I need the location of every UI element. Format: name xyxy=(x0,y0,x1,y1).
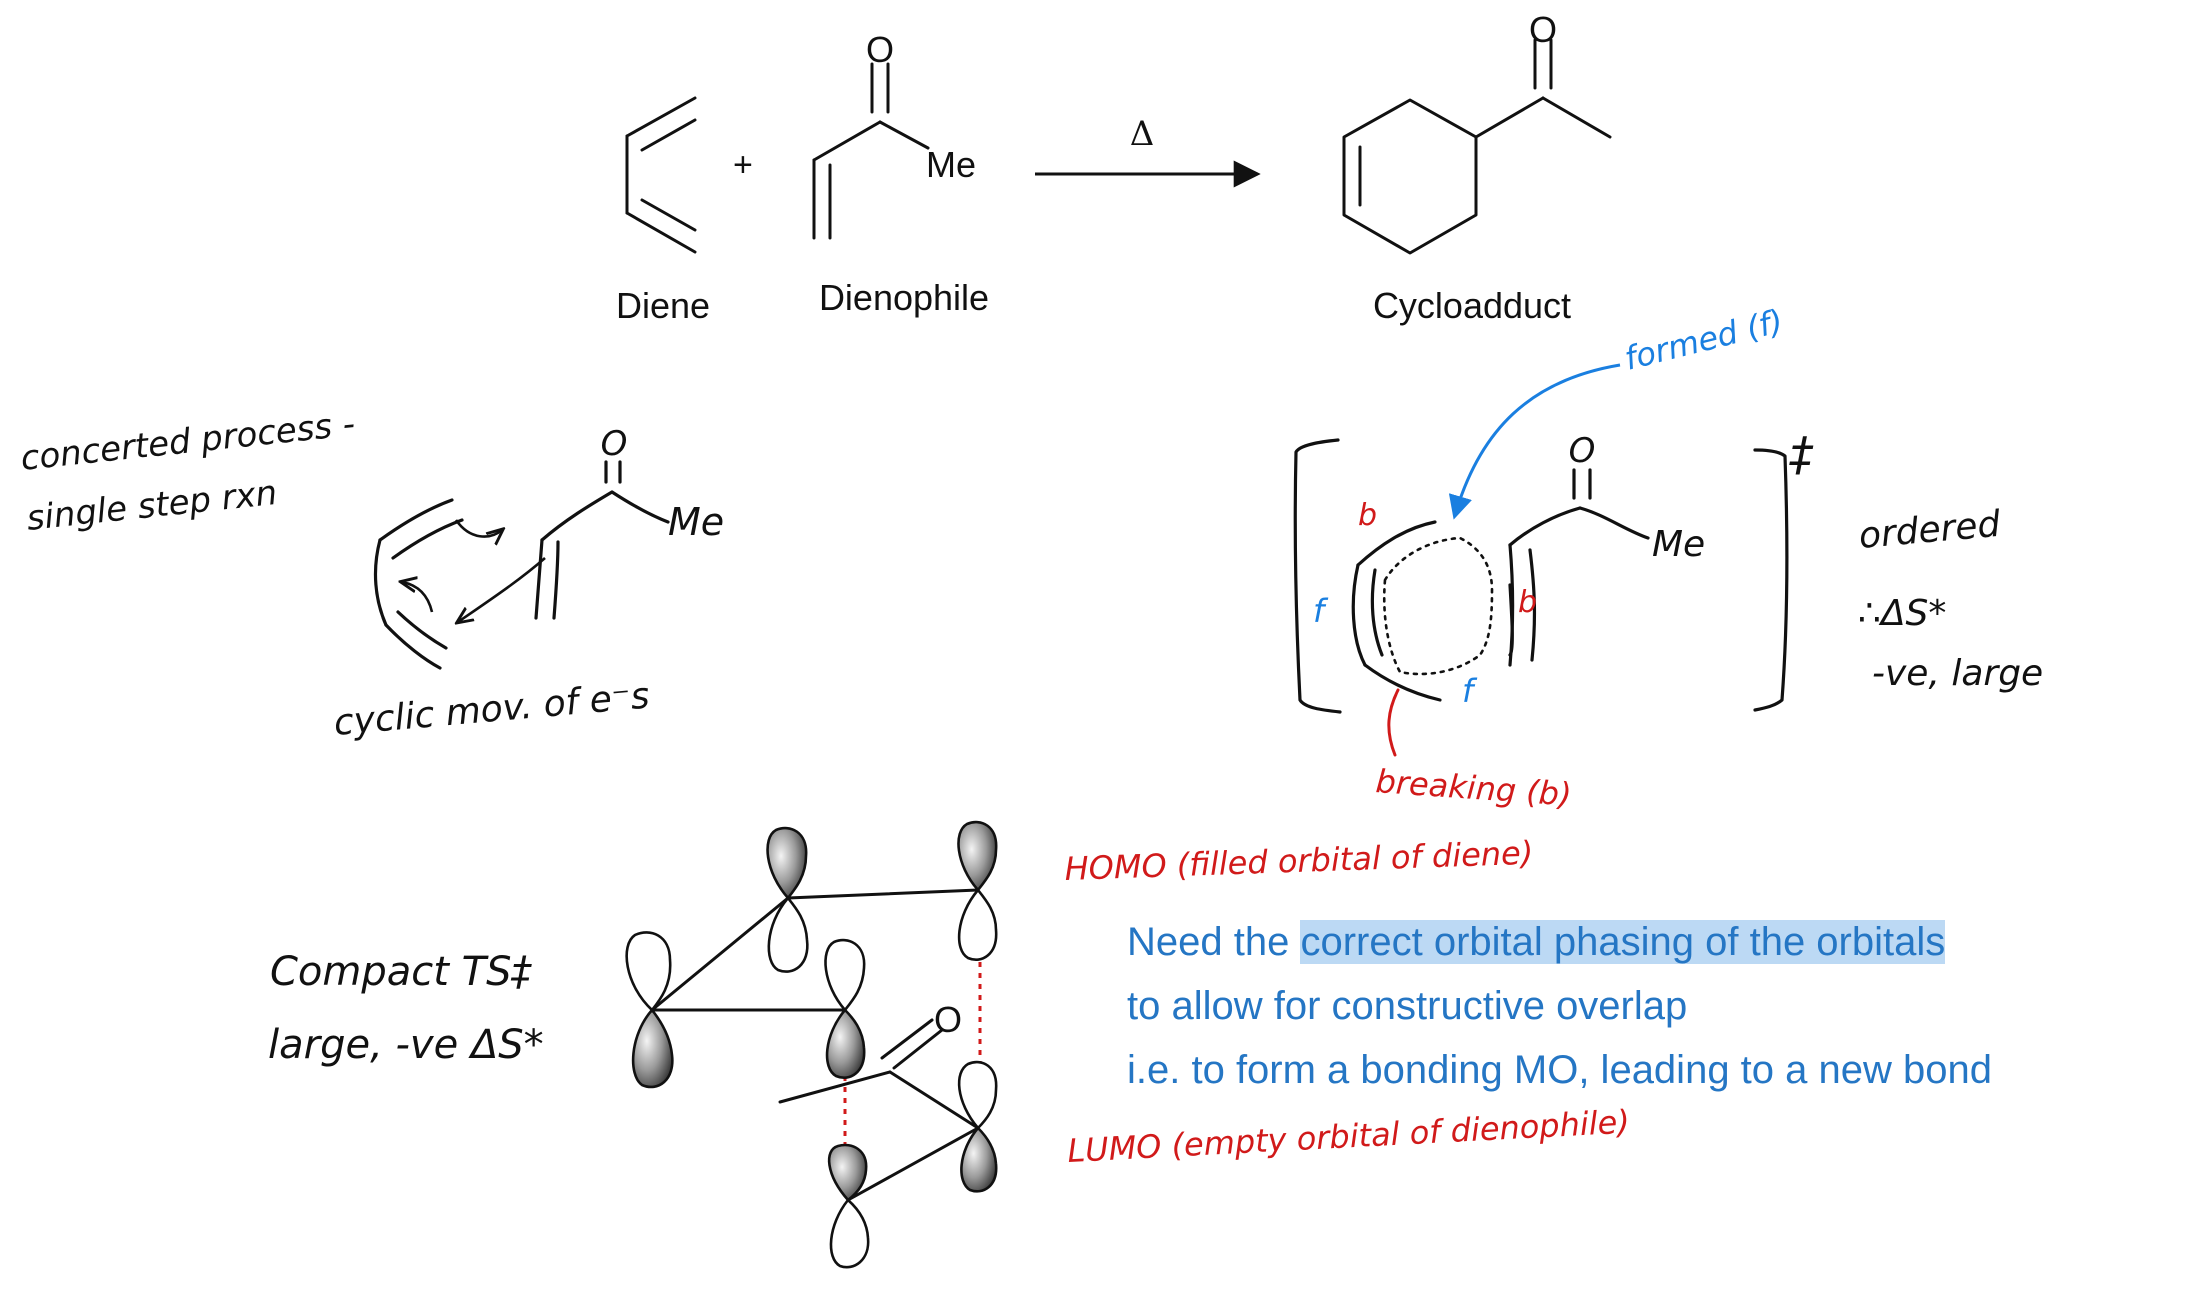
dienophile-structure xyxy=(812,62,930,240)
dienophile-oxygen: O xyxy=(866,29,894,70)
concerted-note-line2: single step rxn xyxy=(25,473,279,539)
lumo-label: LUMO (empty orbital of dienophile) xyxy=(1066,1103,1630,1170)
ordered-note: ordered xyxy=(1857,504,2003,557)
heat-symbol: Δ xyxy=(1130,114,1155,154)
homo-label: HOMO (filled orbital of diene) xyxy=(1064,834,1534,888)
formed-mark-bottom: f xyxy=(1462,672,1478,710)
cycloadduct-label: Cycloadduct xyxy=(1373,285,1571,326)
entropy-note: large, -ve ΔS* xyxy=(268,1022,544,1068)
transition-state: formed (f) ‡ O Me b b f f breaking (b) o… xyxy=(1293,302,2043,814)
ts-right-bracket xyxy=(1753,448,1789,712)
breaking-mark-top: b xyxy=(1358,498,1377,533)
formed-arrow xyxy=(1448,363,1621,520)
compact-ts-note: Compact TS‡ xyxy=(270,949,532,995)
reaction-scheme: + O Me Δ O Diene Dienophile Cycloadduct xyxy=(616,9,1612,326)
ve-large-note: -ve, large xyxy=(1872,653,2043,694)
p-orbital-diene-3 xyxy=(824,938,866,1079)
dienophile-label: Dienophile xyxy=(819,277,989,318)
formed-mark-left: f xyxy=(1313,592,1329,630)
ts-left-bracket xyxy=(1293,438,1342,714)
breaking-mark-right: b xyxy=(1518,585,1537,620)
dienophile-methyl: Me xyxy=(926,144,976,185)
explanation-line-1: Need the correct orbital phasing of the … xyxy=(1127,910,1946,974)
mechanism-sketch: concerted process - single step rxn O Me… xyxy=(19,404,724,744)
p-orbital-diene-1 xyxy=(625,931,674,1089)
product-oxygen: O xyxy=(1529,9,1557,50)
formed-label: formed (f) xyxy=(1621,302,1787,378)
diene-label: Diene xyxy=(616,285,710,326)
delta-s-note: ∴ΔS* xyxy=(1858,593,1946,634)
double-dagger: ‡ xyxy=(1789,427,1814,481)
orbital-oxygen: O xyxy=(934,999,962,1040)
p-orbital-diene-2 xyxy=(766,826,809,973)
sketch-methyl: Me xyxy=(668,500,724,544)
explanation-highlight: correct orbital phasing of the orbitals xyxy=(1300,920,1946,964)
breaking-pointer xyxy=(1387,688,1400,757)
breaking-label: breaking (b) xyxy=(1374,762,1572,814)
p-orbital-diene-4 xyxy=(957,820,998,961)
sketch-oxygen: O xyxy=(601,424,628,464)
concerted-note-line1: concerted process - xyxy=(19,404,357,479)
plus-sign: + xyxy=(733,146,753,184)
diene-structure xyxy=(625,96,697,254)
p-orbital-dienophile-2 xyxy=(827,1143,870,1269)
explanation-line-2: to allow for constructive overlap xyxy=(1127,984,1688,1028)
explanation-line-3: i.e. to form a bonding MO, leading to a … xyxy=(1127,1048,1992,1092)
ts-oxygen: O xyxy=(1569,431,1596,471)
ts-methyl: Me xyxy=(1652,524,1705,565)
p-orbital-dienophile-1 xyxy=(957,1060,998,1193)
cycloadduct-structure xyxy=(1342,38,1612,255)
cyclic-movement-note: cyclic mov. of e⁻s xyxy=(332,676,651,744)
explanation-prefix: Need the xyxy=(1127,920,1301,964)
